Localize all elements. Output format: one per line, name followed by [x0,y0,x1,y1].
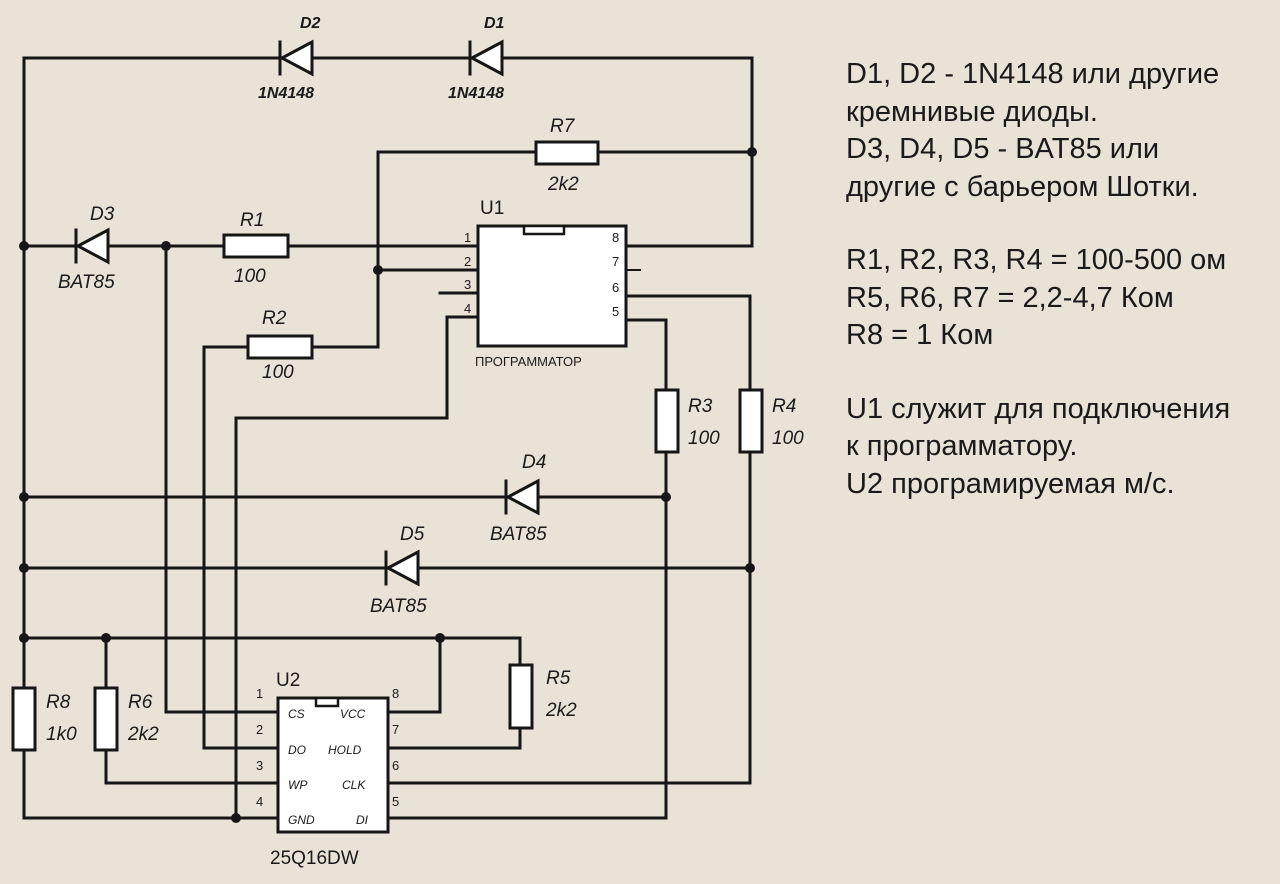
diode-d3: D3 BAT85 [58,204,115,293]
u2-pin-wp: WP [288,778,307,792]
note-line: к программатору. [846,430,1078,462]
r5-ref: R5 [546,668,571,689]
u2-ref: U2 [276,670,300,691]
resistor-r1: R1 100 [222,210,290,287]
u1-pin-4: 4 [464,301,471,316]
notes-resistors: R1, R2, R3, R4 = 100-500 ом R5, R6, R7 =… [846,242,1276,355]
note-line: D1, D2 - 1N4148 или другие [846,58,1220,90]
notes-ics: U1 служит для подключения к программатор… [846,391,1276,504]
u2-pin-6: 6 [392,758,399,773]
d1-value: 1N4148 [448,85,504,102]
note-line: U2 програмируемая м/с. [846,467,1175,500]
schematic: D2 1N4148 D1 1N4148 D3 BAT85 D4 BAT85 D5… [11,15,804,869]
u1-label: ПРОГРАММАТОР [475,354,582,369]
r4-value: 100 [772,428,804,449]
r1-value: 100 [234,266,266,287]
u2-pin-3: 3 [256,758,263,773]
diode-d2: D2 1N4148 [258,15,321,102]
u2-pin-gnd: GND [288,813,315,827]
r7-ref: R7 [550,116,576,137]
resistor-r4: R4 100 [738,388,804,454]
r8-ref: R8 [46,692,71,713]
u2-pin-7: 7 [392,722,399,737]
d1-ref: D1 [484,15,505,32]
r4-ref: R4 [772,396,796,417]
d3-value: BAT85 [58,272,115,293]
wires [22,56,754,820]
u2-pin-do: DO [288,743,306,757]
u2-pin-di: DI [356,813,369,827]
d3-ref: D3 [90,204,115,225]
resistor-r5: R5 2k2 [508,663,577,730]
r6-value: 2k2 [127,724,159,745]
resistor-r3: R3 100 [654,388,720,454]
resistor-r2: R2 100 [246,308,314,383]
note-line: кремнивые диоды. [846,95,1098,128]
note-line: D3, D4, D5 - BAT85 или [846,133,1160,165]
r1-ref: R1 [240,210,264,231]
u1-pin-5: 5 [612,304,619,319]
u1-pin-8: 8 [612,230,619,245]
r3-value: 100 [688,428,720,449]
u2-pin-2: 2 [256,722,263,737]
d2-value: 1N4148 [258,85,314,102]
r6-ref: R6 [128,692,153,713]
r3-ref: R3 [688,396,713,417]
u2-pin-cs: CS [288,707,305,721]
d2-ref: D2 [300,15,321,32]
note-line: R1, R2, R3, R4 = 100-500 ом [846,244,1227,276]
u2-label: 25Q16DW [270,848,359,869]
r5-value: 2k2 [545,700,577,721]
u2-pin-clk: CLK [342,778,366,792]
u2-pin-1: 1 [256,686,263,701]
d4-ref: D4 [522,452,546,473]
u1-pin-6: 6 [612,280,619,295]
r8-value: 1k0 [46,724,77,745]
r2-ref: R2 [262,308,287,329]
note-line: R8 = 1 Ком [846,319,994,351]
r2-value: 100 [262,362,294,383]
u2-pin-vcc: VCC [340,707,366,721]
u2-pin-8: 8 [392,686,399,701]
d5-value: BAT85 [370,596,427,617]
u1-pin-7: 7 [612,254,619,269]
ic-u2: U2 25Q16DW 1 2 3 4 5 6 7 8 CS DO WP GND … [256,670,399,869]
diode-d4: D4 BAT85 [490,452,547,545]
notes-diodes: D1, D2 - 1N4148 или другие кремнивые дио… [846,56,1276,206]
diode-d1: D1 1N4148 [448,15,505,102]
note-line: R5, R6, R7 = 2,2-4,7 Ком [846,281,1174,314]
ic-u1: U1 ПРОГРАММАТОР 1 2 3 4 5 6 7 8 [461,198,641,369]
diode-d5: D5 BAT85 [370,524,427,617]
u2-pin-4: 4 [256,794,263,809]
d5-ref: D5 [400,524,425,545]
u2-pin-5: 5 [392,794,399,809]
u1-pin-2: 2 [464,254,471,269]
junctions [19,147,757,823]
u1-ref: U1 [480,198,504,219]
note-line: другие с барьером Шотки. [846,170,1199,203]
notes-panel: D1, D2 - 1N4148 или другие кремнивые дио… [846,56,1276,539]
d4-value: BAT85 [490,524,547,545]
note-line: U1 служит для подключения [846,392,1231,425]
resistor-r7: R7 2k2 [534,116,600,195]
u1-pin-1: 1 [464,230,471,245]
u1-pin-3: 3 [464,277,471,292]
resistor-r8: R8 1k0 [11,686,77,752]
resistor-r6: R6 2k2 [93,686,159,752]
r7-value: 2k2 [547,174,579,195]
u2-pin-hold: HOLD [328,743,362,757]
